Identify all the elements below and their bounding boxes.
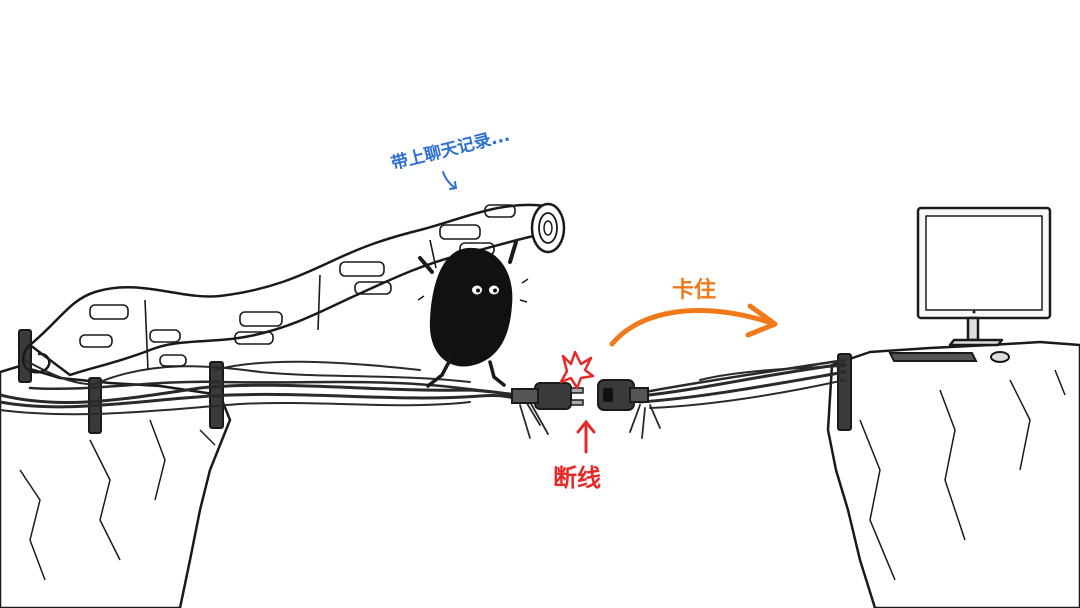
power-plug <box>511 382 584 410</box>
keyboard <box>888 352 978 362</box>
stuck-label: 卡住 <box>672 278 717 303</box>
computer-monitor <box>916 206 1052 347</box>
arrow-up-icon <box>576 419 596 454</box>
cliff-right <box>826 340 1080 608</box>
cable-bridge <box>0 359 549 439</box>
power-socket <box>597 379 649 411</box>
disconnect-label: 断线 <box>553 464 601 492</box>
blob-character <box>417 240 529 388</box>
scroll-paper <box>21 202 566 377</box>
spark-icon <box>559 350 595 390</box>
cable-bridge-right <box>629 358 847 439</box>
mouse <box>990 351 1010 363</box>
cliff-left <box>0 364 232 608</box>
small-blue-arrow-icon <box>442 171 458 190</box>
curved-arrow-icon <box>609 303 778 347</box>
